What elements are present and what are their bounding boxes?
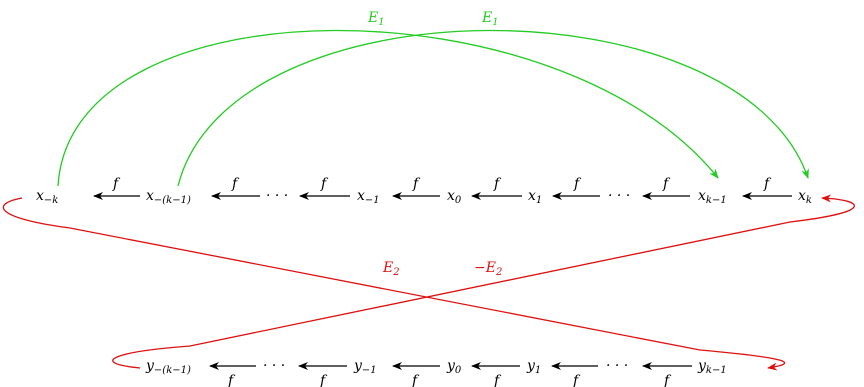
red-curve-e2	[2, 197, 786, 371]
f-bot-2: f	[319, 373, 328, 387]
red-curve-neg-e2	[112, 194, 856, 369]
f-bot-6: f	[663, 373, 672, 387]
f-bot-1: f	[227, 373, 236, 387]
node-x-k: xk	[798, 188, 812, 206]
node-dots-top-1: · · ·	[266, 188, 288, 204]
label-e1-left: E1	[367, 10, 385, 28]
green-arc-left	[57, 29, 719, 187]
node-x-1: x1	[528, 188, 542, 206]
label-neg-e2: −E2	[474, 260, 502, 278]
f-bot-3: f	[411, 373, 420, 387]
node-x-minus-k: x−k	[36, 188, 58, 206]
f-top-2: f	[231, 176, 240, 192]
green-arc-right	[177, 29, 809, 187]
f-top-7: f	[662, 176, 671, 192]
node-y-minus-1: y−1	[353, 358, 377, 376]
node-x-0: x0	[447, 188, 462, 206]
node-dots-top-2: · · ·	[608, 188, 630, 204]
node-y-k-minus-1: yk−1	[697, 358, 727, 376]
node-y-0: y0	[446, 358, 462, 376]
label-e2: E2	[382, 260, 400, 278]
node-y-minus-k-minus-1: y−(k−1)	[145, 358, 191, 376]
f-top-5: f	[493, 176, 502, 192]
node-dots-bot-2: · · ·	[606, 358, 628, 374]
f-top-6: f	[573, 176, 582, 192]
node-y-1: y1	[526, 358, 541, 376]
node-dots-bot-1: · · ·	[263, 358, 285, 374]
label-e1-right: E1	[481, 10, 499, 28]
f-top-3: f	[320, 176, 329, 192]
f-top-4: f	[412, 176, 421, 192]
f-top-8: f	[763, 176, 772, 192]
node-x-minus-k-minus-1: x−(k−1)	[146, 188, 191, 206]
f-top-1: f	[112, 176, 121, 192]
f-bot-4: f	[493, 373, 502, 387]
f-bot-5: f	[572, 373, 581, 387]
node-x-k-minus-1: xk−1	[698, 188, 727, 206]
node-x-minus-1: x−1	[357, 188, 380, 206]
